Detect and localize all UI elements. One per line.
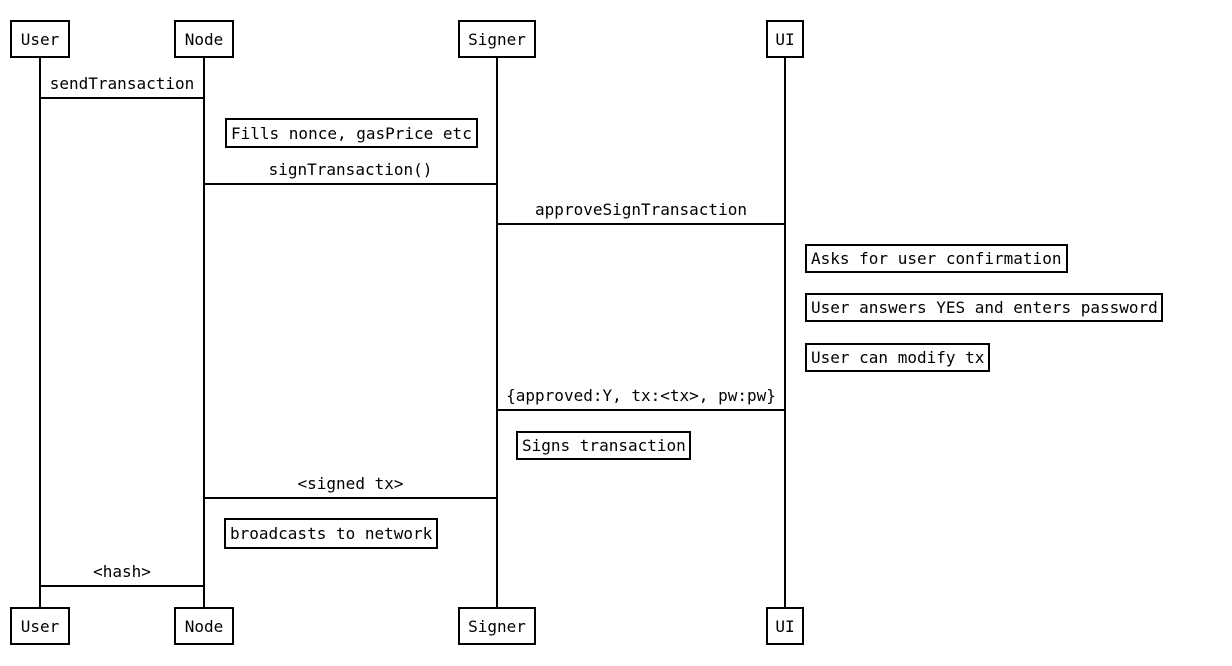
actor-box-node-top: Node — [174, 20, 234, 58]
actor-label: UI — [775, 616, 795, 636]
lifeline-node — [203, 58, 205, 607]
message-line-6 — [40, 585, 204, 587]
lifeline-user — [39, 58, 41, 607]
actor-label: Node — [184, 616, 224, 636]
actor-label: User — [20, 29, 60, 49]
note-box-1: Fills nonce, gasPrice etc — [225, 118, 478, 148]
note-box-5: Signs transaction — [516, 431, 691, 460]
message-label-4: {approved:Y, tx:<tx>, pw:pw} — [504, 386, 778, 406]
note-label: User can modify tx — [811, 348, 985, 367]
note-box-6: broadcasts to network — [224, 518, 438, 549]
actor-box-user-bottom: User — [10, 607, 70, 645]
message-label-2: signTransaction() — [266, 160, 435, 180]
actor-label: Signer — [468, 616, 526, 636]
message-line-3 — [497, 223, 785, 225]
actor-box-signer-bottom: Signer — [458, 607, 536, 645]
actor-label: User — [20, 616, 60, 636]
note-box-4: User can modify tx — [805, 343, 990, 372]
actor-label: UI — [775, 29, 795, 49]
message-label-1: sendTransaction — [47, 74, 197, 94]
message-line-4 — [497, 409, 785, 411]
message-label-5: <signed tx> — [295, 474, 406, 494]
message-label-3: approveSignTransaction — [533, 200, 749, 220]
actor-label: Node — [184, 29, 224, 49]
actor-box-ui-bottom: UI — [766, 607, 804, 645]
lifeline-signer — [496, 58, 498, 607]
note-box-3: User answers YES and enters password — [805, 293, 1163, 322]
note-label: Fills nonce, gasPrice etc — [231, 123, 472, 143]
actor-box-ui-top: UI — [766, 20, 804, 58]
message-label-6: <hash> — [91, 562, 153, 582]
actor-box-signer-top: Signer — [458, 20, 536, 58]
note-label: broadcasts to network — [230, 524, 433, 543]
message-line-2 — [204, 183, 497, 185]
lifeline-ui — [784, 58, 786, 607]
actor-label: Signer — [468, 29, 526, 49]
note-box-2: Asks for user confirmation — [805, 244, 1068, 273]
note-label: User answers YES and enters password — [811, 298, 1158, 317]
message-line-1 — [40, 97, 204, 99]
note-label: Signs transaction — [522, 436, 686, 455]
actor-box-node-bottom: Node — [174, 607, 234, 645]
note-label: Asks for user confirmation — [811, 249, 1062, 268]
message-line-5 — [204, 497, 497, 499]
actor-box-user-top: User — [10, 20, 70, 58]
